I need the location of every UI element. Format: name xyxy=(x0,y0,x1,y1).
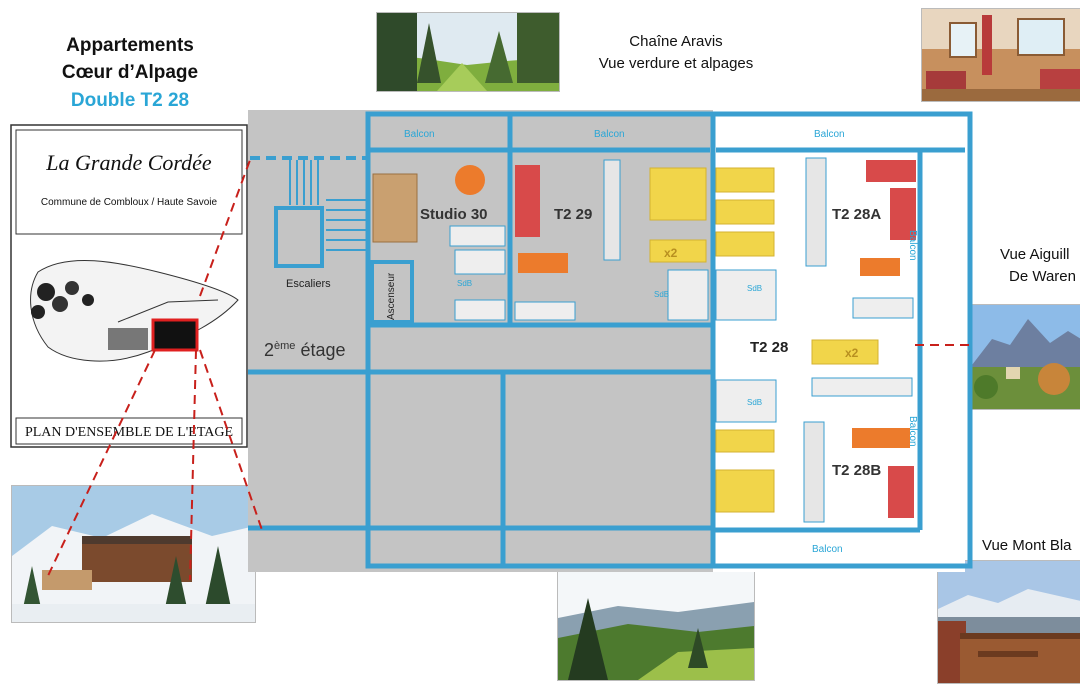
t229-bed-x2 xyxy=(649,239,707,263)
t228b-table xyxy=(852,428,910,448)
elevator-label: Ascenseur xyxy=(386,272,397,320)
t228a-bath xyxy=(715,269,777,321)
balcony-label-6: Balcon xyxy=(907,416,918,447)
stairs-label: Escaliers xyxy=(286,278,331,290)
t228a-sofa-top xyxy=(866,160,916,182)
t228a-sofa xyxy=(890,188,916,240)
t229-table xyxy=(518,253,568,273)
apartment-subtitle: Double T2 28 xyxy=(70,90,190,111)
t229-kitchen xyxy=(514,301,576,321)
t228b-bed-1 xyxy=(715,429,775,453)
aiguille-view-photo xyxy=(971,304,1080,410)
room-t228b: T2 28B xyxy=(832,462,882,479)
building-winter-photo xyxy=(11,485,256,623)
t229-closet xyxy=(603,159,621,261)
aravis-line-2: Vue verdure et alpages xyxy=(598,55,754,72)
sdb-studio30: SdB xyxy=(457,279,473,288)
t228a-bed-3 xyxy=(715,231,775,257)
room-t228: T2 28 xyxy=(750,339,789,356)
t229-bed xyxy=(649,167,707,221)
t228b-closet xyxy=(803,421,825,523)
balcony-label-1: Balcon xyxy=(404,129,435,140)
t228-kitchen xyxy=(811,377,913,397)
t228b-bath xyxy=(715,379,777,423)
aravis-caption: Chaîne Aravis Vue verdure et alpages xyxy=(576,31,776,75)
studio30-table xyxy=(455,165,485,195)
t228a-kitchen xyxy=(852,297,914,319)
balcony-label-4: Balcon xyxy=(812,544,843,555)
aiguille-caption: Vue Aiguill De Waren xyxy=(1000,244,1076,288)
t228a-bed-1 xyxy=(715,167,775,193)
title-line-1: Appartements xyxy=(66,35,194,56)
plan-label: PLAN D'ENSEMBLE DE L'ETAGE xyxy=(24,425,234,440)
apartment-title: Appartements Cœur d’Alpage xyxy=(20,32,240,86)
stairs xyxy=(274,160,366,268)
t228a-table xyxy=(860,258,900,276)
montblanc-view-photo xyxy=(937,560,1080,684)
t228b-sofa xyxy=(888,466,914,518)
studio30-bath xyxy=(454,249,506,275)
balcony-label-2: Balcon xyxy=(594,129,625,140)
dashed-walls xyxy=(250,156,368,530)
interior-photo xyxy=(921,8,1080,102)
studio30-sink xyxy=(454,299,506,321)
montblanc-caption: Vue Mont Bla xyxy=(982,537,1072,554)
balcony-label-3: Balcon xyxy=(814,129,845,140)
sdb-t228b: SdB xyxy=(747,398,763,407)
t228a-closet xyxy=(805,157,827,267)
studio30-kitchen xyxy=(449,225,506,247)
room-t229: T2 29 xyxy=(554,206,593,223)
aiguille-line-2: De Waren xyxy=(1009,268,1076,285)
t228-bed-x2 xyxy=(811,339,879,365)
t229-bath xyxy=(667,269,709,321)
t228b-bed-2 xyxy=(715,469,775,513)
valley-view-photo xyxy=(557,567,755,681)
aiguille-line-1: Vue Aiguill xyxy=(1000,246,1070,263)
title-line-2: Cœur d’Alpage xyxy=(61,62,199,83)
room-studio30: Studio 30 xyxy=(420,206,488,223)
sdb-t229: SdB xyxy=(654,290,670,299)
outer-walls xyxy=(248,111,973,569)
sdb-t228a: SdB xyxy=(747,284,763,293)
site-plan-sign xyxy=(10,124,248,448)
sign-commune: Commune de Combloux / Haute Savoie xyxy=(40,197,218,208)
room-t228a: T2 28A xyxy=(832,206,882,223)
sign-name: La Grande Cordée xyxy=(46,150,212,175)
t229-sofa xyxy=(515,165,540,237)
balcony-label-5: Balcon xyxy=(907,230,918,261)
t229-bed-count: x2 xyxy=(664,246,678,260)
t228-bed-count: x2 xyxy=(845,346,859,360)
elevator-shaft xyxy=(370,260,414,324)
aravis-line-1: Chaîne Aravis xyxy=(629,33,723,50)
forest-meadow-photo xyxy=(376,12,560,92)
studio30-sofa xyxy=(372,173,418,243)
t228a-bed-2 xyxy=(715,199,775,225)
leader-lines xyxy=(45,159,970,581)
floor-label: 2ème étage xyxy=(264,340,346,360)
